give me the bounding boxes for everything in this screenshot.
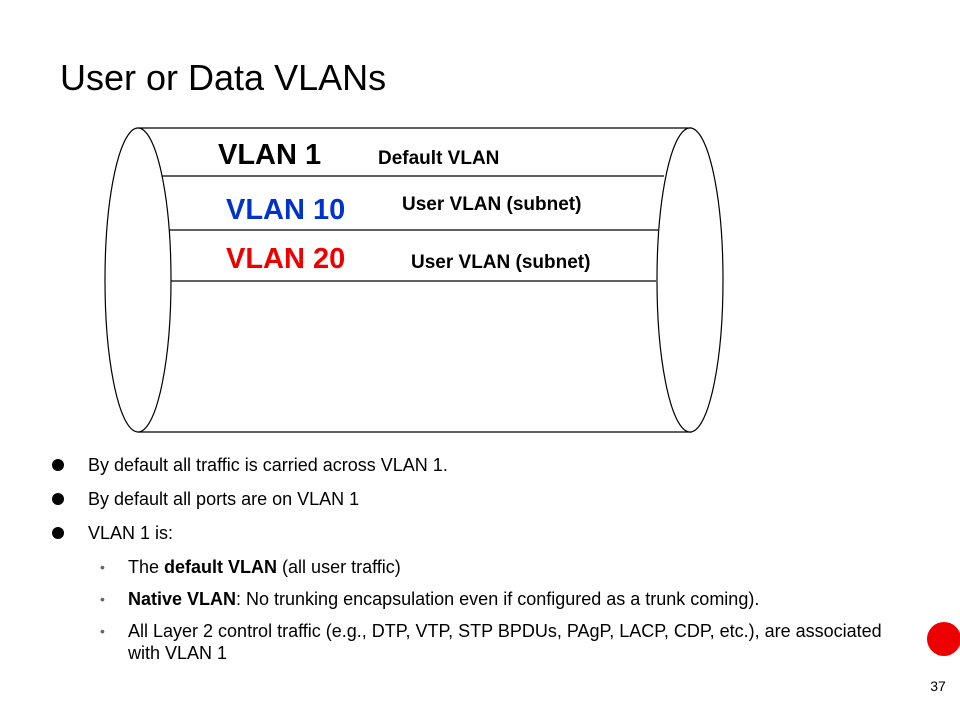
lane-vlan-label: VLAN 10 — [226, 194, 345, 226]
bullet-item: By default all traffic is carried across… — [50, 454, 900, 476]
lane-desc-label: User VLAN (subnet) — [402, 194, 581, 215]
slide-title: User or Data VLANs — [60, 57, 387, 98]
bullet-text: VLAN 1 is: — [88, 523, 174, 543]
sub-bullet-marker-icon: • — [100, 559, 105, 575]
lane-desc-label: Default VLAN — [378, 148, 499, 169]
bullet-text: By default all ports are on VLAN 1 — [88, 489, 360, 509]
bullet-dot-icon — [52, 493, 64, 505]
bullet-dot-icon — [52, 527, 64, 539]
bullet-list: By default all traffic is carried across… — [50, 454, 900, 674]
sub-bullet-marker-icon: • — [100, 591, 105, 607]
sub-bullet-post: : No trunking encapsulation even if conf… — [236, 589, 760, 609]
cylinder-left-cap — [104, 127, 172, 433]
sub-bullet-item: • The default VLAN (all user traffic) — [100, 556, 900, 578]
lane-desc-label: User VLAN (subnet) — [411, 252, 590, 273]
page-number: 37 — [930, 678, 946, 694]
sub-bullet-bold: Native VLAN — [128, 589, 237, 609]
cylinder-right-cap — [656, 127, 724, 433]
red-circle-icon — [927, 622, 960, 656]
lane-vlan-label: VLAN 20 — [226, 243, 345, 275]
sub-bullet-pre: The — [128, 557, 165, 577]
sub-bullet-pre: All Layer 2 control traffic (e.g., DTP, … — [128, 621, 882, 663]
bullet-text: By default all traffic is carried across… — [88, 455, 448, 475]
sub-bullet-marker-icon: • — [100, 623, 105, 639]
sub-bullet-item: • All Layer 2 control traffic (e.g., DTP… — [100, 620, 900, 664]
sub-bullet-bold: default VLAN — [164, 557, 278, 577]
bullet-item: VLAN 1 is: — [50, 522, 900, 544]
sub-bullet-post: (all user traffic) — [277, 557, 401, 577]
bullet-dot-icon — [52, 459, 64, 471]
lane-vlan-label: VLAN 1 — [218, 139, 321, 171]
sub-bullet-item: • Native VLAN: No trunking encapsulation… — [100, 588, 900, 610]
bullet-item: By default all ports are on VLAN 1 — [50, 488, 900, 510]
